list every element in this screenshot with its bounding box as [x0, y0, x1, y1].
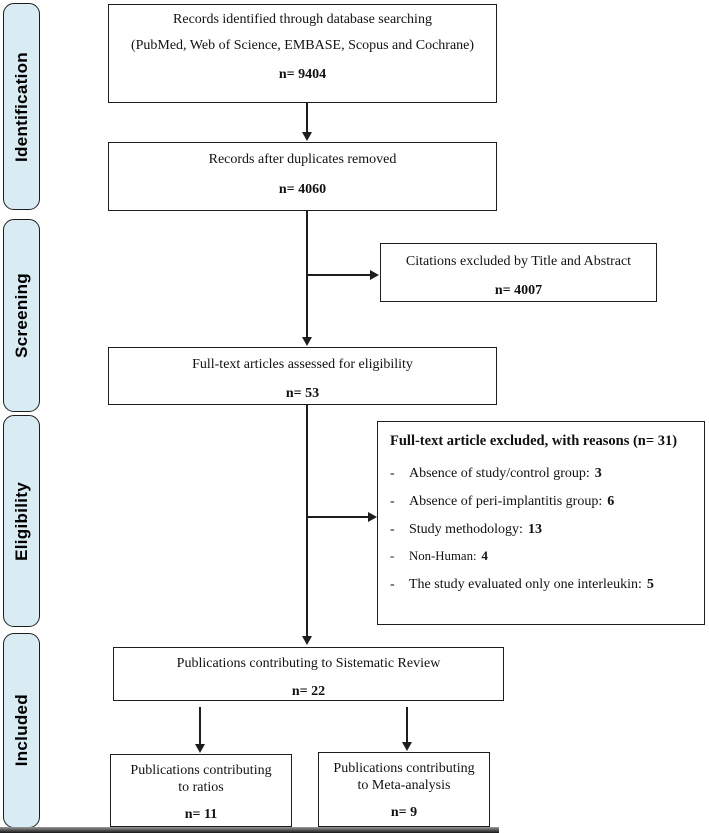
meta-analysis-count: n= 9 [390, 805, 418, 821]
box-excluded-title-abstract: Citations excluded by Title and Abstract… [380, 243, 657, 302]
meta-analysis-text-line2: to Meta-analysis [357, 778, 451, 794]
systematic-review-count: n= 22 [291, 684, 326, 700]
arrow-identified-to-duplicates-line [306, 103, 308, 133]
box-ratios: Publications contributing to ratios n= 1… [110, 754, 292, 827]
ratios-count: n= 11 [184, 807, 218, 823]
box-duplicates-removed: Records after duplicates removed n= 4060 [108, 142, 497, 211]
systematic-review-text: Publications contributing to Sistematic … [176, 656, 441, 671]
exclusion-reason-item: -Absence of study/control group:3 [390, 465, 602, 481]
fulltext-assessed-text: Full-text articles assessed for eligibil… [192, 357, 413, 372]
arrow-review-to-meta-line [406, 707, 408, 743]
exclusion-reason-item: -Study methodology: 13 [390, 521, 542, 537]
excluded-title-abstract-count: n= 4007 [494, 283, 543, 299]
records-identified-sources: (PubMed, Web of Science, EMBASE, Scopus … [130, 38, 475, 54]
ratios-text-line2: to ratios [178, 780, 224, 796]
stage-identification-label: Identification [11, 51, 31, 162]
ratios-text-line1: Publications contributing [130, 763, 272, 778]
stage-screening: Screening [3, 219, 40, 412]
stage-included-label: Included [11, 694, 31, 767]
arrow-fulltext-to-review-line [306, 405, 308, 636]
records-identified-text: Records identified through database sear… [173, 12, 432, 27]
exclusion-reason-item: -The study evaluated only one interleuki… [390, 576, 654, 592]
branch-to-excluded-head [368, 512, 377, 522]
stage-eligibility: Eligibility [3, 415, 40, 627]
arrow-duplicates-to-fulltext-head [302, 337, 312, 346]
excluded-title-abstract-text: Citations excluded by Title and Abstract [405, 254, 632, 269]
arrow-review-to-meta-head [402, 742, 412, 751]
arrow-review-to-ratios-head [195, 744, 205, 753]
duplicates-removed-count: n= 4060 [278, 182, 327, 198]
branch-to-excluded-line [307, 516, 369, 518]
meta-analysis-text-line1: Publications contributing [333, 761, 475, 776]
duplicates-removed-text: Records after duplicates removed [208, 152, 397, 167]
fulltext-excluded-title: Full-text article excluded, with reasons… [390, 433, 678, 449]
branch-to-title-abstract-head [370, 270, 379, 280]
stage-screening-label: Screening [11, 273, 31, 358]
fulltext-assessed-count: n= 53 [285, 386, 320, 402]
stage-included: Included [3, 633, 40, 828]
box-fulltext-excluded: Full-text article excluded, with reasons… [377, 421, 705, 625]
stage-eligibility-label: Eligibility [11, 481, 31, 561]
branch-to-title-abstract-line [307, 274, 371, 276]
box-meta-analysis: Publications contributing to Meta-analys… [318, 752, 490, 827]
stage-identification: Identification [3, 3, 40, 210]
records-identified-count: n= 9404 [278, 67, 327, 83]
box-fulltext-assessed: Full-text articles assessed for eligibil… [108, 347, 497, 405]
box-records-identified: Records identified through database sear… [108, 4, 497, 103]
exclusion-reasons-list: -Absence of study/control group:3 -Absenc… [390, 465, 654, 604]
arrow-identified-to-duplicates-head [302, 132, 312, 141]
exclusion-reason-item: -Non-Human:4 [390, 548, 488, 563]
arrow-review-to-ratios-line [199, 707, 201, 745]
box-systematic-review: Publications contributing to Sistematic … [113, 647, 504, 701]
scan-artifact-bottom-edge [0, 827, 499, 833]
arrow-fulltext-to-review-head [302, 636, 312, 645]
exclusion-reason-item: -Absence of peri-implantitis group:6 [390, 493, 615, 509]
